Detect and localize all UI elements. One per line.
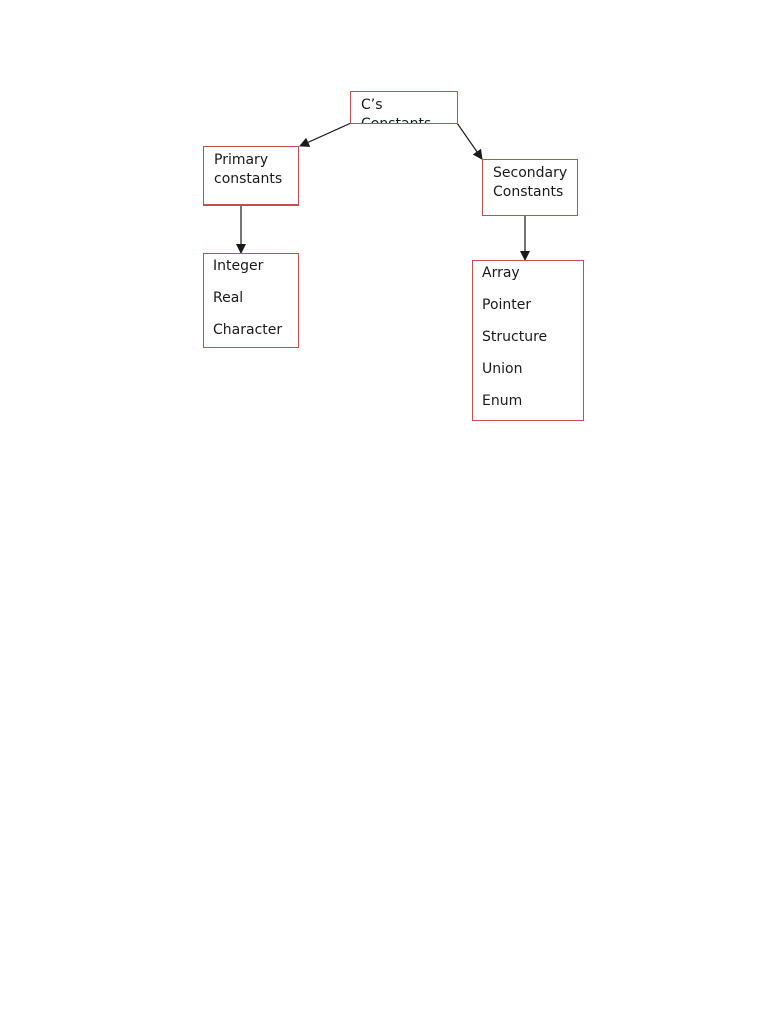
- secondary-types-list: Array Pointer Structure Union Enum: [482, 264, 548, 420]
- primary-constants-label: Primary constants: [214, 152, 283, 187]
- arrow-root-to-secondary: [456, 122, 483, 160]
- root-node-box: C’s Constants: [350, 91, 458, 124]
- primary-constants-box: Primary constants: [203, 146, 299, 205]
- primary-type-item: Character: [213, 322, 283, 338]
- primary-types-box: Integer Real Character: [203, 253, 299, 348]
- secondary-types-box: Array Pointer Structure Union Enum: [472, 260, 584, 421]
- primary-type-item: Real: [213, 290, 244, 306]
- secondary-constants-label: Secondary Constants: [493, 165, 568, 200]
- secondary-constants-box: Secondary Constants: [482, 159, 578, 216]
- primary-type-item: Integer: [213, 258, 264, 274]
- root-node-label: C’s Constants: [361, 97, 432, 124]
- arrow-root-to-primary: [299, 122, 352, 147]
- primary-types-list: Integer Real Character: [213, 257, 283, 347]
- secondary-type-item: Union: [482, 361, 523, 377]
- secondary-type-item: Pointer: [482, 297, 532, 313]
- secondary-type-item: Array: [482, 265, 520, 281]
- secondary-type-item: Structure: [482, 329, 548, 345]
- secondary-type-item: Enum: [482, 393, 523, 409]
